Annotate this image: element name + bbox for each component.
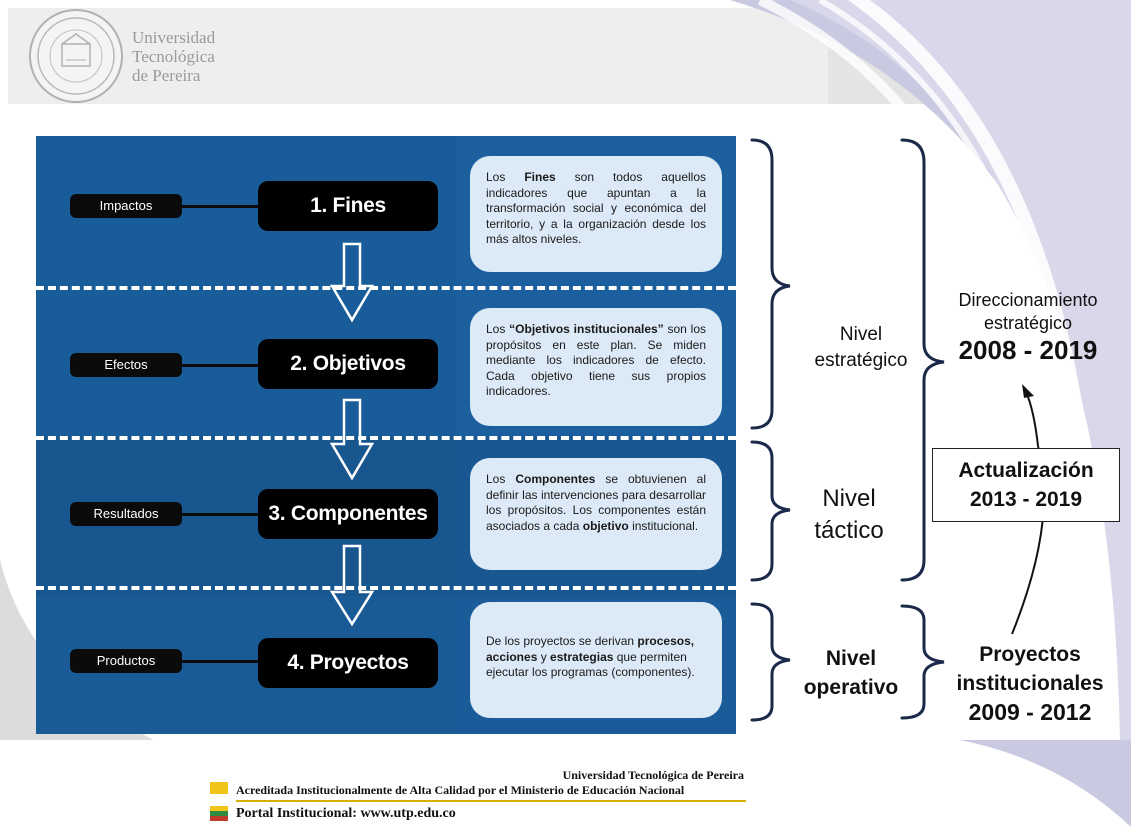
level-title-fines: 1. Fines — [258, 181, 438, 231]
desc-bold: estrategias — [550, 649, 614, 664]
desc-text: Los — [486, 472, 516, 486]
tag-efectos: Efectos — [70, 353, 182, 377]
divider-line — [36, 436, 736, 440]
desc-text: son los propósitos en este plan. Se mide… — [486, 322, 707, 398]
flag-yellow — [210, 782, 228, 794]
flag-red — [210, 816, 228, 821]
desc-bold: “Objetivos institucionales” — [509, 322, 664, 336]
footer-accreditation: Acreditada Institucionalmente de Alta Ca… — [236, 783, 685, 797]
tag-productos: Productos — [70, 649, 182, 673]
label-line: Nivel — [822, 485, 876, 512]
plan-line: institucionales — [956, 672, 1104, 695]
label-nivel-operativo: Nivel operativo — [790, 644, 912, 702]
footer-portal: Portal Institucional: www.utp.edu.co — [236, 806, 456, 821]
plan-line: estratégico — [983, 313, 1073, 333]
brace-direccionamiento — [900, 138, 945, 582]
tag-impactos: Impactos — [70, 194, 182, 218]
flag-yellow — [210, 806, 228, 811]
brace-estrategico — [750, 138, 791, 430]
footer-university: Universidad Tecnológica de Pereira — [562, 768, 744, 782]
label-line: Nivel — [825, 647, 877, 670]
description-proyectos: De los proyectos se derivan procesos, ac… — [470, 602, 722, 718]
desc-text: institucional. — [628, 518, 699, 533]
desc-bold: Fines — [524, 170, 556, 184]
plan-line: Proyectos — [979, 643, 1081, 666]
diagram-panel: Impactos 1. Fines Los Fines son todos aq… — [36, 136, 736, 734]
label-line: operativo — [803, 676, 899, 699]
plan-years: 2009 - 2012 — [968, 699, 1092, 725]
plan-line: Actualización — [958, 459, 1094, 482]
level-title-proyectos: 4. Proyectos — [258, 638, 438, 688]
university-logo-text: Universidad Tecnológica de Pereira — [132, 28, 215, 85]
logo-line-1: Universidad — [132, 28, 216, 47]
arrow-down-icon — [329, 398, 375, 481]
desc-bold: Componentes — [515, 472, 596, 486]
description-componentes: Los Componentes se obtuvienen al definir… — [470, 458, 722, 570]
desc-bold: objetivo — [582, 518, 629, 533]
arrow-up-icon — [1022, 384, 1034, 398]
arrow-down-icon — [329, 544, 375, 627]
footer-rule — [236, 800, 746, 802]
label-nivel-estrategico: Nivel estratégico — [796, 322, 926, 374]
level-title-objetivos: 2. Objetivos — [258, 339, 438, 389]
desc-text: son todos aquellos indicadores que apunt… — [486, 170, 706, 246]
desc-bold: procesos, — [637, 634, 695, 648]
desc-text: y — [537, 649, 551, 664]
label-line: táctico — [814, 517, 884, 544]
brace-proyectos — [900, 604, 945, 720]
desc-text: Los — [486, 322, 510, 336]
divider-line — [36, 586, 736, 590]
brace-tactico — [750, 440, 791, 582]
connector-line — [182, 364, 260, 367]
university-seal-icon — [29, 9, 123, 103]
plan-years: 2013 - 2019 — [969, 488, 1083, 511]
plan-years: 2008 - 2019 — [958, 335, 1098, 365]
label-nivel-tactico: Nivel táctico — [794, 483, 904, 547]
connector-line — [182, 660, 260, 663]
plan-line: Direccionamiento — [958, 290, 1098, 310]
connector-line — [182, 205, 260, 208]
logo-line-3: de Pereira — [132, 66, 201, 85]
desc-text: Los — [486, 170, 525, 184]
plan-direccionamiento: Direccionamiento estratégico 2008 - 2019 — [930, 288, 1126, 366]
logo-line-2: Tecnológica — [132, 47, 215, 66]
desc-text: se obtuvienen al definir las intervencio… — [486, 472, 706, 533]
divider-line — [36, 286, 736, 290]
tag-resultados: Resultados — [70, 502, 182, 526]
brace-operativo — [750, 602, 791, 722]
connector-line — [182, 513, 260, 516]
desc-bold: acciones — [486, 649, 538, 664]
description-objetivos: Los “Objetivos institucionales” son los … — [470, 308, 722, 426]
level-title-componentes: 3. Componentes — [258, 489, 438, 539]
actualizacion-box: Actualización 2013 - 2019 — [932, 448, 1120, 522]
label-line: estratégico — [814, 350, 908, 371]
plan-proyectos: Proyectos institucionales 2009 - 2012 — [940, 640, 1120, 727]
desc-text: que permiten ejecutar los programas (com… — [486, 649, 695, 680]
desc-text: De los proyectos se derivan — [486, 634, 638, 648]
label-line: Nivel — [839, 324, 883, 345]
flag-green — [210, 811, 228, 816]
description-fines: Los Fines son todos aquellos indicadores… — [470, 156, 722, 272]
